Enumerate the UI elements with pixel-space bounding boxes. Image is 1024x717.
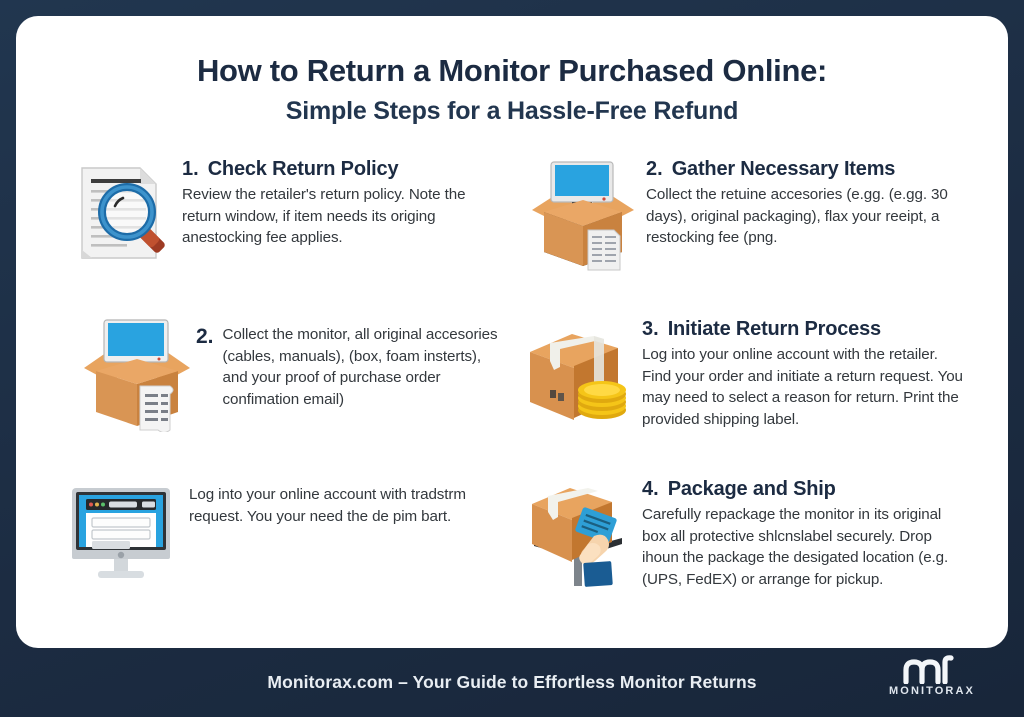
brand-name: MONITORAX	[889, 685, 975, 697]
footer: Monitorax.com – Your Guide to Effortless…	[16, 648, 1008, 717]
step-text-2: Collect the retuine accesories (e.gg. (e…	[646, 185, 948, 247]
step-title-1: Check Return Policy	[207, 157, 399, 180]
step-content-2: 2. Gather Necessary Items Collect the re…	[646, 154, 968, 249]
step-item-5: Log into your online account with tradst…	[56, 474, 504, 622]
step-content-6: 4. Package and Ship Carefully repackage …	[642, 474, 968, 590]
step-item-6: 4. Package and Ship Carefully repackage …	[520, 474, 968, 622]
step-number-2: 2.	[646, 157, 663, 180]
sealed-box-coins-icon	[520, 314, 638, 432]
content-card: How to Return a Monitor Purchased Online…	[16, 16, 1008, 648]
step-number-4: 3.	[642, 317, 659, 340]
step-content-1: 1. Check Return Policy Review the retail…	[182, 154, 504, 249]
step-title-6: Package and Ship	[667, 477, 836, 500]
step-title-2: Gather Necessary Items	[671, 157, 896, 180]
step-item-3: 2. Collect the monitor, all original acc…	[56, 314, 504, 462]
step-title-4: Initiate Return Process	[667, 317, 881, 340]
step-heading-4: 3. Initiate Return Process	[642, 318, 968, 341]
step-text-4: Log into your online account with the re…	[642, 345, 963, 428]
document-magnifier-icon	[64, 154, 182, 272]
open-box-monitor-receipt-icon	[78, 314, 196, 432]
step-heading-1: 1. Check Return Policy	[182, 158, 504, 181]
box-shipping-label-hand-icon	[520, 474, 638, 592]
title-line-1: How to Return a Monitor Purchased Online…	[196, 53, 828, 88]
step-content-3: 2. Collect the monitor, all original acc…	[196, 314, 504, 410]
desktop-monitor-login-icon	[62, 474, 180, 592]
step-item-2: 2. Gather Necessary Items Collect the re…	[520, 154, 968, 302]
step-text-5: Log into your online account with tradst…	[189, 485, 466, 525]
step-text-1: Review the retailer's return policy. Not…	[182, 185, 466, 247]
page-title: How to Return a Monitor Purchased Online…	[56, 52, 968, 128]
step-number-3: 2.	[196, 324, 214, 348]
footer-tagline: Monitorax.com – Your Guide to Effortless…	[267, 672, 757, 692]
step-number-1: 1.	[182, 157, 199, 180]
monitorax-monogram-icon	[903, 655, 954, 684]
title-line-2: Simple Steps for a Hassle-Free Refund	[285, 97, 739, 126]
brand-logo: MONITORAX	[880, 654, 984, 697]
open-box-monitor-icon	[524, 154, 642, 272]
steps-grid: 1. Check Return Policy Review the retail…	[56, 154, 968, 622]
step-item-4: 3. Initiate Return Process Log into your…	[520, 314, 968, 462]
step-text-6: Carefully repackage the monitor in its o…	[642, 505, 949, 588]
step-content-4: 3. Initiate Return Process Log into your…	[642, 314, 968, 430]
step-item-1: 1. Check Return Policy Review the retail…	[56, 154, 504, 302]
step-number-6: 4.	[642, 477, 659, 500]
step-text-3: Collect the monitor, all original acceso…	[222, 325, 498, 408]
step-content-5: Log into your online account with tradst…	[180, 474, 504, 527]
step-heading-2: 2. Gather Necessary Items	[646, 158, 968, 181]
step-heading-6: 4. Package and Ship	[642, 478, 968, 501]
